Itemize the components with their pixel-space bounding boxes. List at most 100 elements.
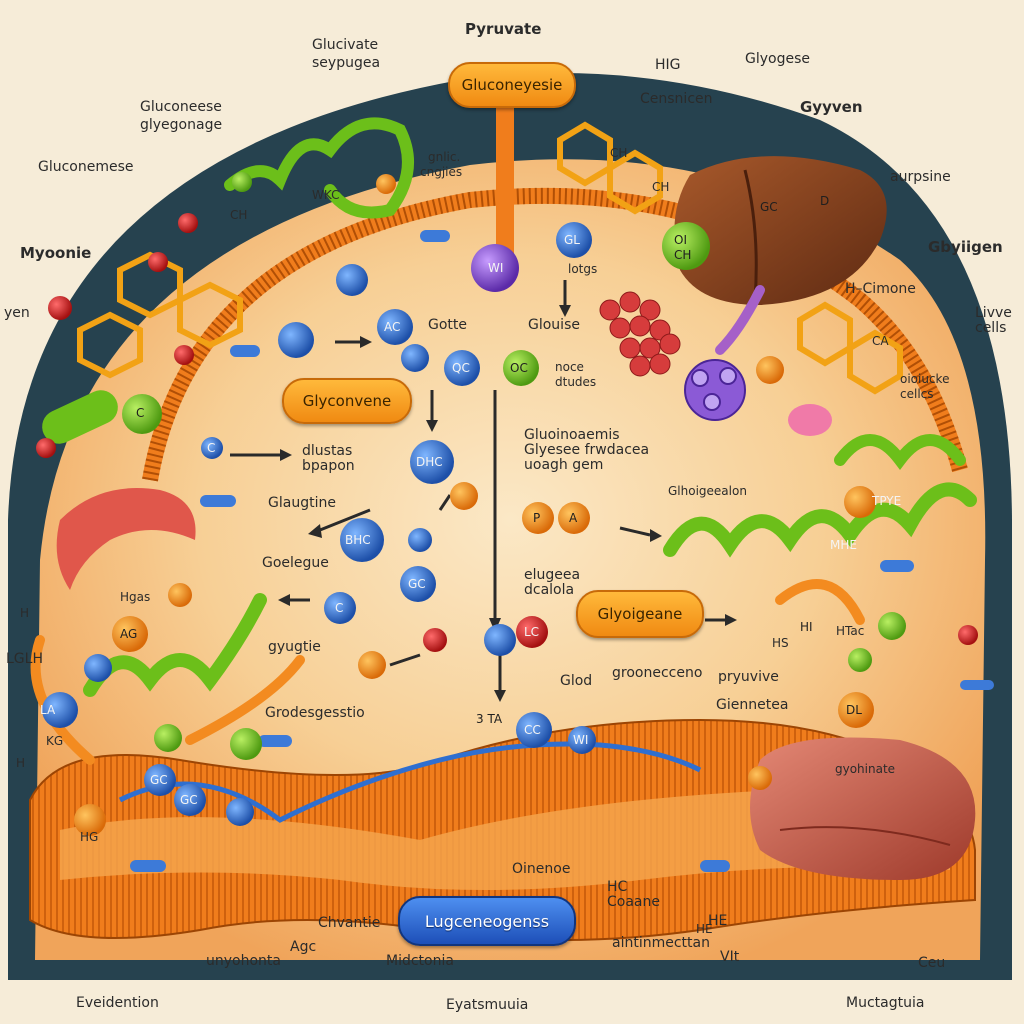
node-c-low: C	[335, 601, 344, 615]
molecule-balls	[36, 172, 978, 836]
pill-gluconeyesie-label: Gluconeyesie	[461, 76, 563, 94]
pathway-arrows	[230, 280, 725, 690]
label-gluconemese: Gluconemese	[38, 159, 134, 175]
label-glucivate: Glucivate	[312, 37, 379, 53]
node-a: A	[569, 511, 578, 525]
green-molecule-top	[224, 117, 414, 219]
node-tpye: TPYE	[872, 494, 902, 508]
label-ch-a: CH	[610, 146, 628, 160]
label-chvantie: Chvantie	[318, 915, 381, 931]
label-gbyiigen: Gbyiigen	[928, 238, 1003, 256]
label-h-cimone: H–Cimone	[845, 281, 916, 297]
label-unyohonta: unyohonta	[206, 953, 281, 969]
label-hig: HIG	[655, 57, 681, 73]
label-gnlic: gnlic.	[428, 150, 461, 164]
node-dl: DL	[846, 703, 862, 717]
label-cngjies: cngjies	[420, 165, 463, 179]
label-midctonia: Midctonia	[386, 953, 454, 969]
label-aintinmecttan: aintinmecttan	[612, 935, 710, 951]
pill-gluconeyesie[interactable]: Gluconeyesie	[448, 62, 576, 108]
label-myoonie: Myoonie	[20, 244, 92, 262]
label-gotte: Gotte	[428, 317, 468, 333]
glycogen-granules	[599, 291, 681, 377]
label-oioiucke-cellcs: oioiucke cellcs	[900, 372, 950, 401]
liver-organ	[674, 156, 887, 305]
label-h-left: H	[20, 606, 30, 620]
pill-lugceneogenss-label: Lugceneogenss	[424, 911, 550, 931]
node-3-ta: 3 TA	[476, 712, 503, 726]
node-dhc: DHC	[416, 455, 443, 469]
pink-microbe	[788, 404, 832, 436]
node-wi-b: WI	[573, 733, 589, 747]
label-censnicen: Censnicen	[640, 91, 713, 107]
label-ch-b: CH	[652, 180, 670, 194]
label-livve-cells: Livve cells	[975, 305, 1012, 336]
pill-glyconvene[interactable]: Glyconvene	[282, 378, 412, 424]
label-gyugtie: gyugtie	[268, 639, 321, 655]
label-agc: Agc	[290, 939, 317, 955]
node-wi: WI	[488, 261, 504, 275]
label-glyogese: Glyogese	[745, 51, 810, 67]
label-ch-left: CH	[230, 208, 248, 222]
node-gc-b1: GC	[150, 773, 168, 787]
node-bhc: BHC	[345, 533, 371, 547]
pill-glyoigeane-label: Glyoigeane	[597, 605, 683, 623]
label-gyyven: Gyyven	[800, 98, 863, 116]
node-oi-ch: OI CH	[674, 233, 692, 262]
label-gyohinate: gyohinate	[835, 762, 896, 776]
label-muctagtuia: Muctagtuia	[846, 995, 925, 1011]
label-htac: HTac	[836, 624, 865, 638]
membrane-arc	[142, 187, 968, 482]
label-ceu: Ceu	[918, 955, 946, 971]
pill-lugceneogenss[interactable]: Lugceneogenss	[398, 896, 576, 946]
node-gc-mid: GC	[408, 577, 426, 591]
node-d-liver: D	[820, 194, 830, 208]
label-yen: yen	[4, 305, 30, 321]
green-capsule	[42, 390, 118, 444]
label-gluconeese: Gluconeese	[140, 99, 222, 115]
bottom-chain	[118, 741, 702, 823]
node-lc: LC	[524, 625, 540, 639]
node-mhe: MHE	[830, 538, 857, 552]
label-oinenoe: Oinenoe	[512, 861, 571, 877]
node-la: LA	[40, 703, 56, 717]
label-elugeea-dcalola: elugeea dcalola	[524, 567, 581, 598]
label-eyatsmuuia: Eyatsmuuia	[446, 997, 529, 1013]
label-hc-coaane: HC Coaane	[607, 879, 660, 910]
label-glod: Glod	[560, 673, 593, 689]
label-pyruvate: Pyruvate	[465, 20, 542, 38]
hexagon-rings-right	[797, 301, 903, 395]
node-c-node: C	[136, 406, 145, 420]
label-ngas: Hgas	[120, 590, 151, 604]
label-pryuvive: pryuvive	[718, 669, 779, 685]
label-h-bottom-left: H	[16, 756, 26, 770]
node-c-left: C	[207, 441, 216, 455]
pill-glyconvene-label: Glyconvene	[302, 392, 392, 410]
node-hi: HI	[800, 620, 813, 634]
label-eveidention: Eveidention	[76, 995, 159, 1011]
label-gluoinoaemis: Gluoinoaemis Glyesee frwdacea uoagh gem	[524, 427, 650, 473]
label-aurpsine: aurpsine	[890, 169, 951, 185]
label-groonecceno: groonecceno	[612, 665, 703, 681]
label-dlustas-bpapon: dlustas bpapon	[302, 443, 355, 474]
green-helix-left	[83, 593, 267, 697]
label-glaugtine: Glaugtine	[268, 495, 336, 511]
small-capsules	[130, 230, 994, 872]
label-giennetea: Giennetea	[716, 697, 789, 713]
muscle-fiber-left	[56, 488, 196, 590]
node-p: P	[533, 511, 541, 525]
label-grodesgesstio: Grodesgesstio	[265, 705, 365, 721]
label-seypugea: seypugea	[312, 55, 381, 71]
node-qc: QC	[452, 361, 470, 375]
label-wkc: WKC	[312, 188, 340, 202]
label-lglh: LGLH	[6, 651, 43, 667]
pill-glyoigeane[interactable]: Glyoigeane	[576, 590, 704, 638]
label-hs: HS	[772, 636, 789, 650]
label-goelegue: Goelegue	[262, 555, 329, 571]
label-hg6: HG	[80, 830, 99, 844]
label-lotgs: lotgs	[568, 262, 598, 276]
node-oc: OC	[510, 361, 528, 375]
hexagon-rings-top	[557, 121, 663, 215]
